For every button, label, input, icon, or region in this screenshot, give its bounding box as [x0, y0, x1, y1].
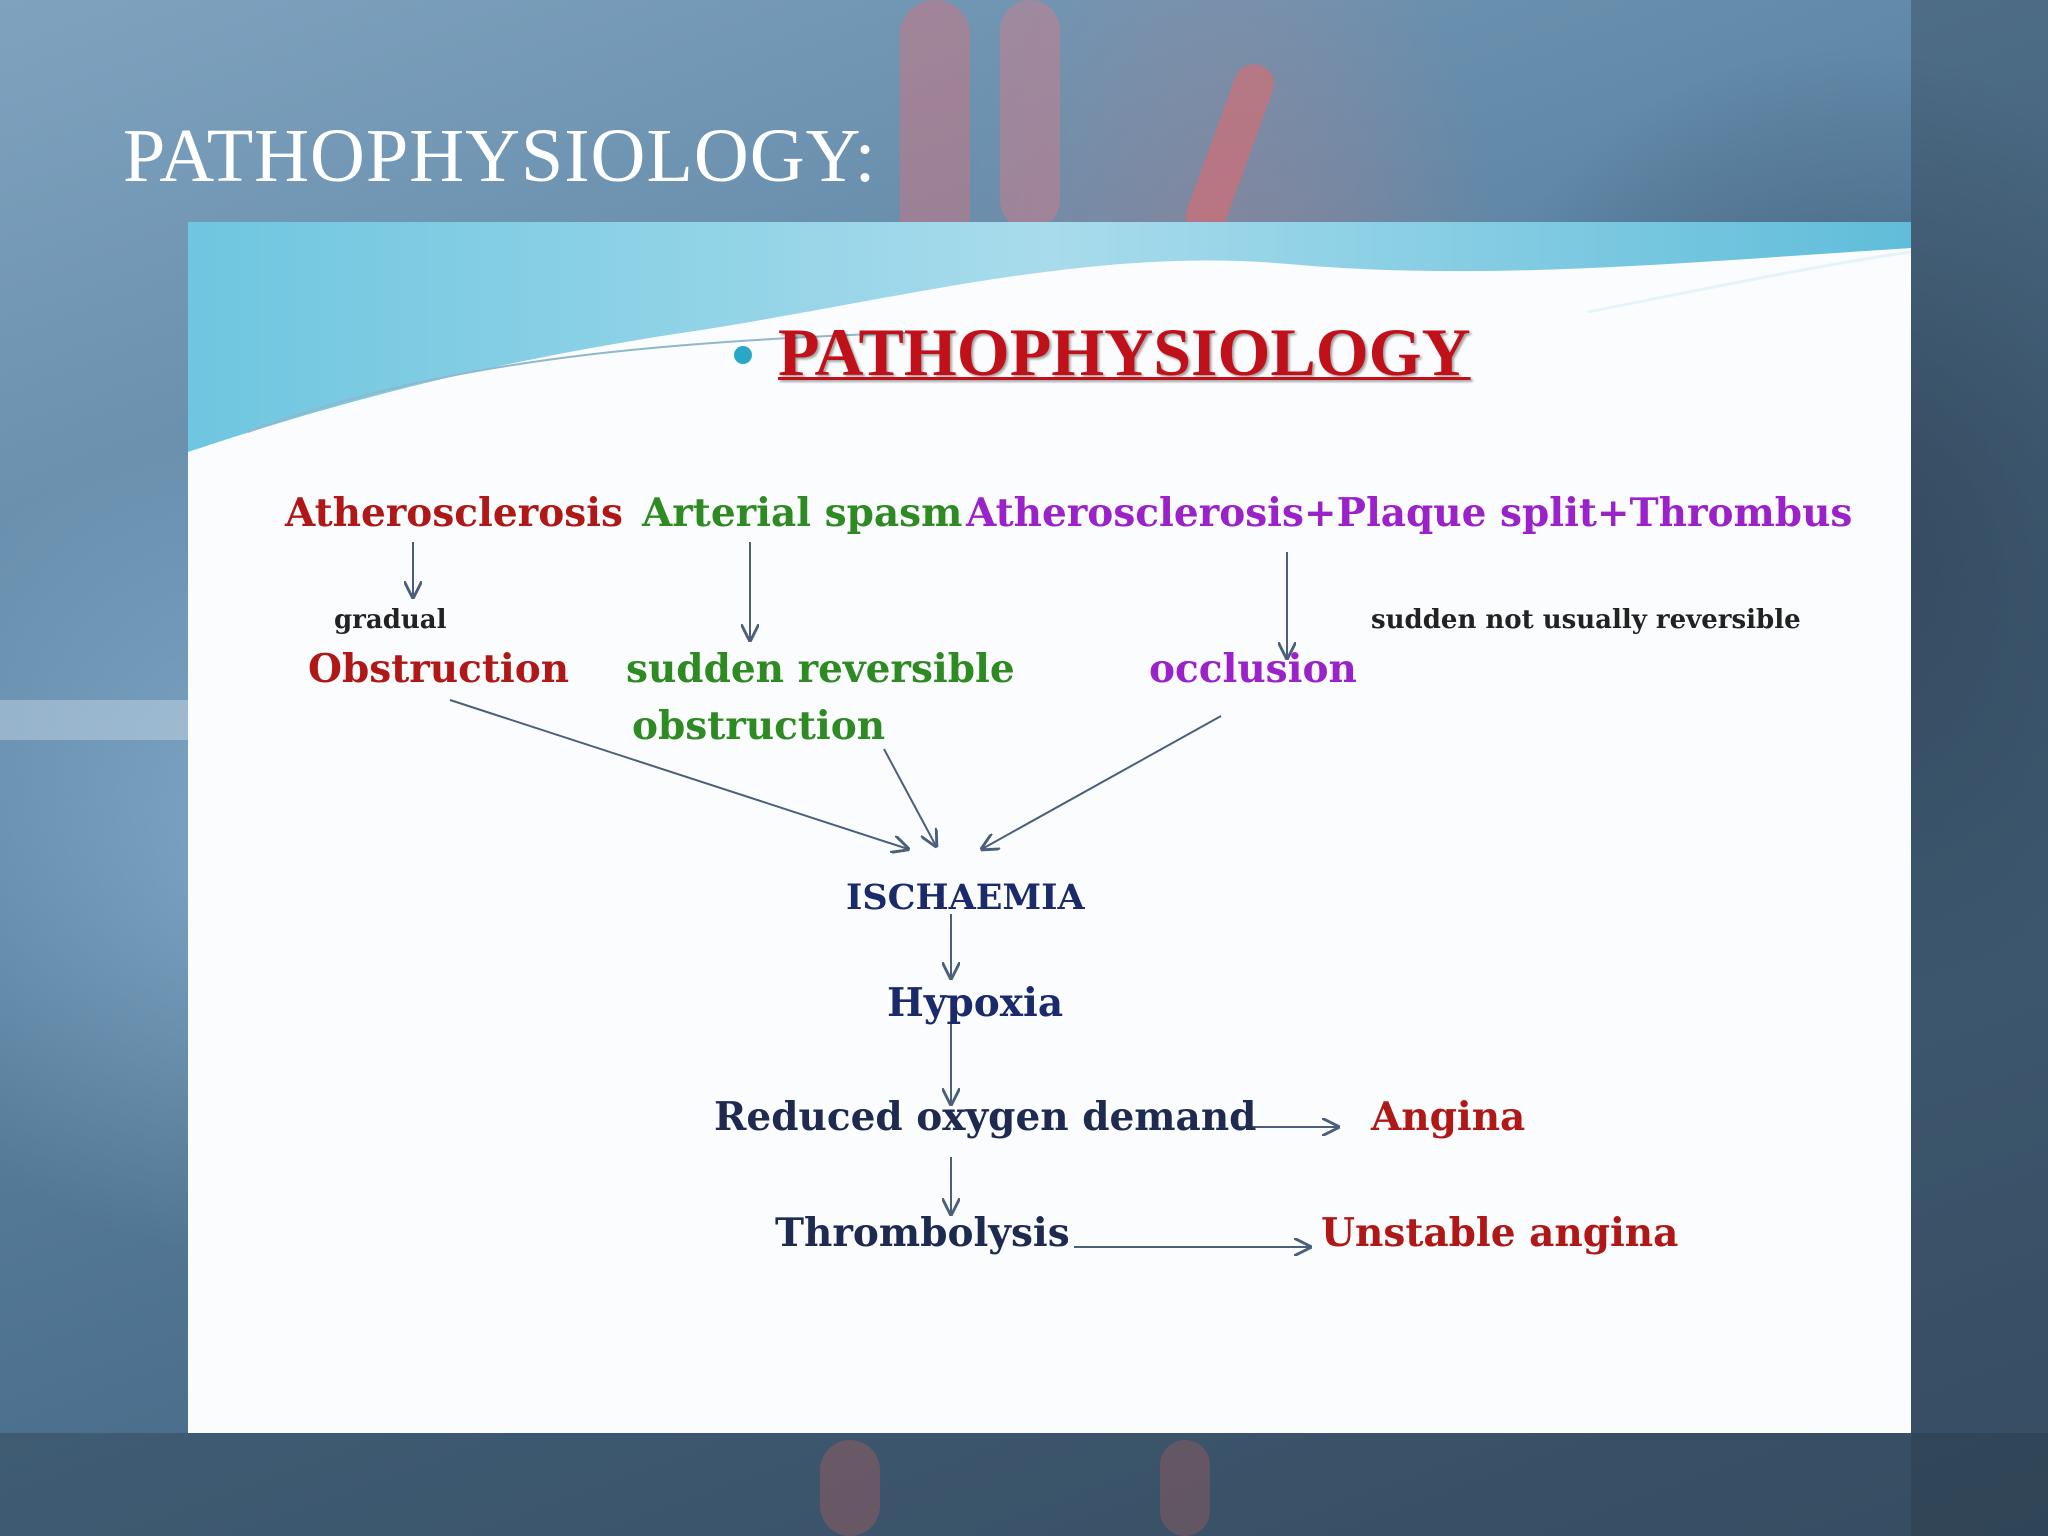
- background-streak: [1000, 0, 1060, 230]
- arrow-occlusion-to-ischaemia: [982, 715, 1222, 849]
- cause-atherosclerosis: Atherosclerosis: [285, 490, 623, 536]
- result-occlusion: occlusion: [1149, 646, 1357, 692]
- background-streak: [1911, 0, 2048, 1536]
- background-streak: [820, 1440, 880, 1536]
- node-hypoxia: Hypoxia: [887, 980, 1064, 1026]
- outcome-unstable-angina: Unstable angina: [1321, 1210, 1679, 1256]
- cause-combined: Atherosclerosis+Plaque split+Thrombus: [966, 490, 1853, 536]
- node-ischaemia: ISCHAEMIA: [846, 877, 1085, 918]
- arrow-reversible-to-ischaemia: [883, 748, 936, 846]
- heading-bullet: [734, 346, 752, 364]
- result-obstruction: Obstruction: [308, 646, 570, 692]
- background-streak: [1180, 58, 1280, 242]
- header-wave-line: [1587, 250, 1911, 314]
- result-sudden-reversible-line2: obstruction: [632, 703, 886, 749]
- header-wave-line: [247, 331, 929, 433]
- cause-arterial-spasm: Arterial spasm: [642, 490, 963, 536]
- background-streak: [0, 700, 188, 740]
- page-title: PATHOPHYSIOLOGY:: [123, 114, 877, 198]
- result-sudden-reversible-line1: sudden reversible: [626, 646, 1015, 692]
- slide-heading: PATHOPHYSIOLOGY: [778, 314, 1471, 390]
- outcome-angina: Angina: [1371, 1094, 1526, 1140]
- node-reduced-oxygen-demand: Reduced oxygen demand: [714, 1094, 1257, 1140]
- background-streak: [1160, 1440, 1210, 1536]
- slide-image: PATHOPHYSIOLOGY Atherosclerosis Arterial…: [188, 222, 1911, 1433]
- node-thrombolysis: Thrombolysis: [775, 1210, 1070, 1256]
- header-wave: [188, 222, 1911, 452]
- note-sudden-not-reversible: sudden not usually reversible: [1371, 605, 1801, 635]
- note-gradual: gradual: [334, 605, 447, 635]
- flow-arrows: [188, 222, 1911, 1433]
- background-streak: [0, 1433, 2048, 1536]
- arrow-obstruction-to-ischaemia: [449, 699, 908, 849]
- background-streak: [900, 0, 970, 260]
